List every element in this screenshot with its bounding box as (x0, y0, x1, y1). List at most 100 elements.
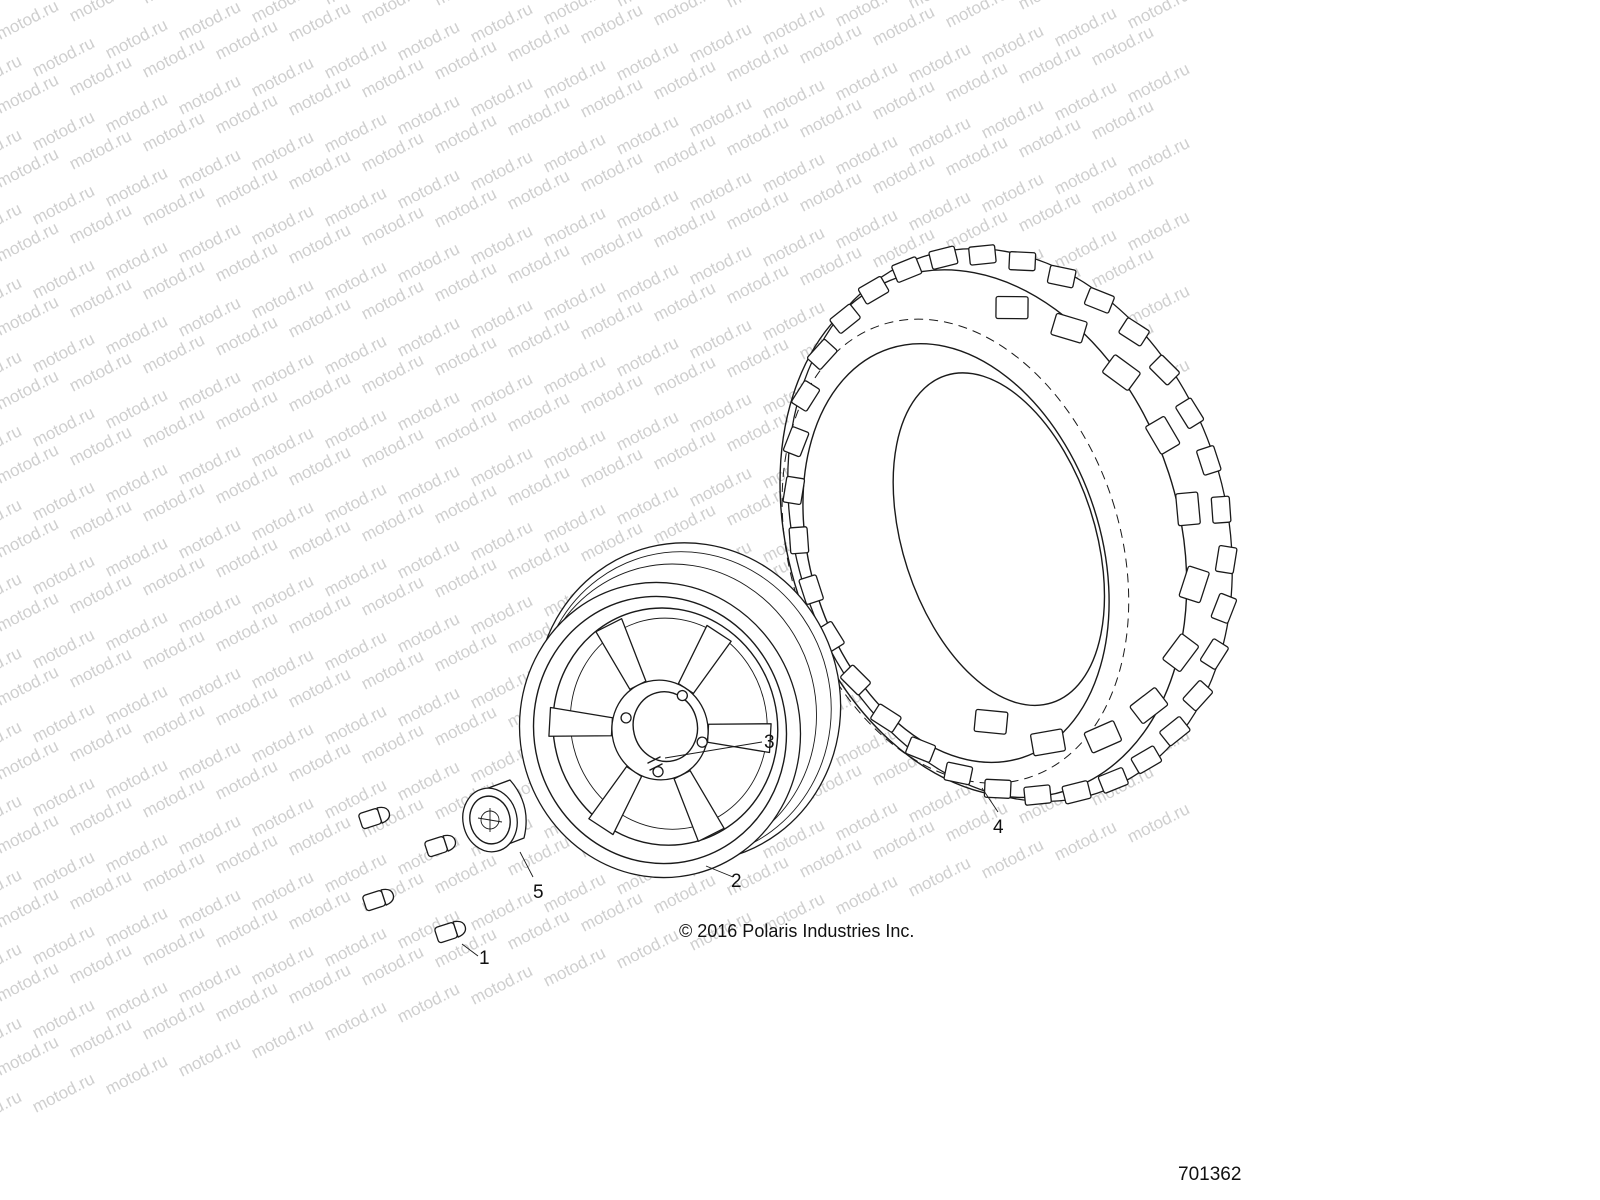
tread-block (1214, 544, 1238, 575)
watermark-text: motod.ru (1124, 59, 1192, 106)
watermark-text: motod.ru (1124, 133, 1192, 180)
watermark-text: motod.ru (0, 440, 62, 487)
watermark-text: motod.ru (175, 1033, 243, 1080)
watermark-text: motod.ru (0, 884, 62, 931)
figure-number: 701362 (1178, 1164, 1241, 1185)
watermark-text: motod.ru (0, 588, 62, 635)
watermark-text: motod.ru (0, 0, 26, 7)
tread-block (1023, 784, 1052, 806)
watermark-text: motod.ru (1124, 207, 1192, 254)
callout-5: 5 (533, 882, 544, 903)
watermark-text: motod.ru (1051, 817, 1119, 864)
watermark-text: motod.ru (1124, 0, 1192, 33)
watermark-text: motod.ru (1124, 799, 1192, 846)
watermark-text: motod.ru (978, 835, 1046, 882)
tread-block (798, 574, 824, 605)
tread-block (857, 275, 890, 305)
watermark-text: motod.ru (540, 943, 608, 990)
watermark-text: motod.ru (102, 1051, 170, 1098)
tread-block (1102, 354, 1141, 391)
copyright-notice: © 2016 Polaris Industries Inc. (679, 921, 914, 941)
watermark-text: motod.ru (0, 662, 62, 709)
watermark-text: motod.ru (832, 871, 900, 918)
callout-2: 2 (731, 871, 742, 892)
tread-block (1196, 445, 1222, 476)
tread-block (1145, 416, 1181, 455)
watermark-text: motod.ru (0, 0, 62, 44)
tread-block (983, 778, 1012, 799)
tread-block (788, 526, 810, 555)
tread-block (1149, 354, 1180, 386)
tread-block (1159, 716, 1191, 747)
lug-nuts-drawing (358, 806, 467, 944)
tread-block (995, 295, 1029, 320)
watermark-text: motod.ru (613, 925, 681, 972)
tread-block (1175, 491, 1201, 527)
watermark-text: motod.ru (0, 70, 62, 117)
tread-block (1083, 720, 1122, 754)
watermark-text: motod.ru (66, 0, 134, 26)
watermark-text: motod.ru (431, 0, 499, 10)
callout-3: 3 (764, 732, 775, 753)
tire-drawing (779, 244, 1238, 806)
tread-block (782, 475, 806, 506)
tread-block (905, 736, 937, 763)
tread-block (782, 426, 810, 458)
tread-block (1083, 287, 1115, 314)
watermark-text: motod.ru (248, 1015, 316, 1062)
tread-block (791, 380, 821, 412)
watermark-text: motod.ru (0, 736, 62, 783)
watermark-text: motod.ru (29, 1069, 97, 1116)
callout-4: 4 (993, 817, 1004, 838)
tread-block (840, 664, 871, 696)
tread-block (1130, 745, 1163, 775)
tread-block (973, 708, 1009, 735)
tread-block (1175, 397, 1205, 429)
tread-block (829, 303, 861, 334)
wheel-rim-drawing (518, 542, 842, 879)
watermark-text: motod.ru (321, 997, 389, 1044)
watermark-text: motod.ru (1015, 0, 1083, 14)
watermark-text: motod.ru (0, 292, 62, 339)
watermark-text: motod.ru (0, 366, 62, 413)
tread-block (1162, 633, 1199, 672)
callout-1: 1 (479, 948, 490, 969)
watermark-text: motod.ru (650, 0, 718, 30)
watermark-text: motod.ru (0, 514, 62, 561)
tread-block (806, 338, 838, 370)
tread-block (891, 256, 923, 283)
tread-block (1118, 317, 1150, 347)
watermark-text: motod.ru (394, 979, 462, 1026)
watermark-text: motod.ru (0, 1032, 62, 1079)
watermark-text: motod.ru (0, 218, 62, 265)
tread-block (1046, 264, 1077, 289)
tread-block (1050, 312, 1088, 344)
center-hub-cap-drawing (462, 779, 527, 853)
tread-block (1030, 728, 1066, 757)
watermark-text: motod.ru (905, 853, 973, 900)
tread-block (1129, 687, 1169, 724)
tread-block (1097, 767, 1129, 794)
tread-block (943, 761, 974, 786)
watermark-text: motod.ru (358, 0, 426, 28)
tread-block (870, 703, 902, 733)
watermark-text: motod.ru (723, 0, 791, 12)
callout-leaders (461, 741, 999, 957)
tread-block (1182, 680, 1214, 712)
watermark-text: motod.ru (0, 144, 62, 191)
tread-block (1008, 251, 1037, 272)
tire-tread-blocks (782, 244, 1238, 806)
tread-block (1199, 638, 1229, 670)
watermark-text: motod.ru (139, 0, 207, 8)
tread-block (1210, 592, 1238, 624)
watermark-text: motod.ru (0, 958, 62, 1005)
watermark-text: motod.ru (467, 961, 535, 1008)
tread-block (928, 245, 959, 270)
tread-block (1210, 495, 1232, 524)
watermark-text: motod.ru (942, 0, 1010, 32)
tread-block (1178, 565, 1210, 604)
watermark-text: motod.ru (0, 810, 62, 857)
tread-block (968, 244, 997, 266)
watermark-text: motod.ru (0, 1087, 25, 1134)
